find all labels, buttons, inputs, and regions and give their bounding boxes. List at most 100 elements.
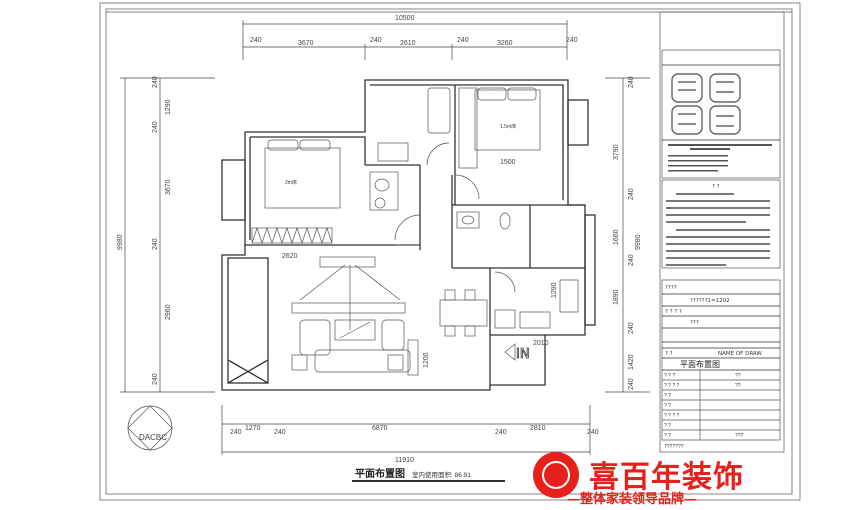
dim-label: 240 <box>628 188 635 200</box>
dim-label: 240 <box>457 37 469 44</box>
title-footer: ??????? <box>664 444 684 450</box>
sofa-back <box>291 302 406 314</box>
second-bed <box>474 89 541 151</box>
brand-seal-icon <box>533 452 579 498</box>
dim-label: 240 <box>628 378 635 390</box>
dim-label: 240 <box>250 37 262 44</box>
dim-label: 240 <box>274 429 286 436</box>
dim-label: 240 <box>587 429 599 436</box>
sofa-chair <box>427 87 451 134</box>
desk <box>377 142 409 162</box>
dim-label: 1270 <box>245 425 261 432</box>
master-bed-label: 2m床 <box>285 179 297 186</box>
bay-window <box>567 99 589 146</box>
dimension-lines <box>120 20 650 455</box>
row-a: ? ? ? ? <box>665 309 682 315</box>
toilet-area <box>369 171 399 211</box>
entry-marker: IN <box>504 343 530 362</box>
brand-name: 喜百年装饰 <box>589 460 744 495</box>
plan-title: 平面布置图 <box>355 467 405 480</box>
compass-letters: DACBC <box>139 433 167 442</box>
dim-label: 240 <box>152 238 159 250</box>
dim-label: 9980 <box>117 234 124 250</box>
fridge <box>494 309 516 329</box>
scale-value: ??????1=1202 <box>690 298 730 304</box>
title-row-label: ? ? <box>664 433 671 439</box>
entry-label: IN <box>516 347 530 362</box>
dim-label: 2960 <box>165 304 172 320</box>
title-row-label: ? ? <box>664 393 671 399</box>
title-row-label: ? ? <box>664 403 671 409</box>
dim-label: 240 <box>152 373 159 385</box>
closet <box>458 87 478 169</box>
cabinet-depth-label: 1200 <box>423 352 430 368</box>
drawing-name: 平面布置图 <box>680 359 720 369</box>
name-of-draw-label: ? ? <box>665 351 673 357</box>
balcony-storage <box>227 257 269 384</box>
dim-label: 240 <box>628 322 635 334</box>
dim-label: 1290 <box>165 99 172 115</box>
brand-logo: 喜百年装饰 —整体家装领导品牌— <box>527 450 757 510</box>
seal-logo <box>671 73 741 135</box>
dim-label: 6870 <box>372 425 388 432</box>
title-row-label: ? ? ? ? <box>664 413 680 419</box>
furniture <box>251 87 579 376</box>
description-heading: ? ? <box>712 184 720 190</box>
kitchen-depth-label: 1290 <box>551 282 558 298</box>
dim-label: 3260 <box>497 40 513 47</box>
compass-symbol: DACBC <box>127 405 173 451</box>
name-of-draw: NAME OF DRAW <box>718 351 762 357</box>
dim-label: 3670 <box>165 179 172 195</box>
sofa <box>314 349 411 373</box>
doors <box>394 142 516 293</box>
kitchen-width-label: 2010 <box>533 340 549 347</box>
dim-label: 240 <box>628 76 635 88</box>
dim-label: 2610 <box>400 40 416 47</box>
description-text <box>666 193 770 266</box>
dim-label: 240 <box>152 76 159 88</box>
walls <box>221 79 596 391</box>
row-b: ??? <box>690 320 699 326</box>
toilet <box>499 212 511 230</box>
area-label: 室内使用面积: 86.91 <box>412 470 471 479</box>
dim-label: 11910 <box>395 457 414 464</box>
wardrobe <box>251 227 333 244</box>
dim-label: 9980 <box>635 234 642 250</box>
title-row-value: ??? <box>735 433 744 439</box>
dining-table <box>439 299 488 327</box>
dim-label: 2810 <box>530 425 546 432</box>
dim-label: 1420 <box>628 354 635 370</box>
title-row-value: ?? <box>735 373 741 379</box>
company-info <box>668 144 772 172</box>
dim-label: 3670 <box>298 40 314 47</box>
bay-window <box>221 159 246 221</box>
dim-label: 240 <box>152 121 159 133</box>
dim-label: 240 <box>495 429 507 436</box>
scale-label: ???? <box>665 285 677 291</box>
bed-width-label: 1500 <box>500 159 516 166</box>
dim-label: 240 <box>370 37 382 44</box>
brand-slogan: —整体家装领导品牌— <box>567 492 698 507</box>
dim-label: 240 <box>230 429 242 436</box>
wardrobe-width-label: 2620 <box>282 253 298 260</box>
dim-label: 3790 <box>613 144 620 160</box>
title-row-label: ? ? ? <box>664 373 675 379</box>
title-rows: ? ? ? ? ? ? ? ? ? ? ? ? ? ? ? ? ? ? ? ??… <box>661 369 781 441</box>
tv-cabinet <box>319 256 376 268</box>
dim-label: 1890 <box>613 289 620 305</box>
coffee-table <box>334 319 376 341</box>
title-block: ? ? ???? ??????1=1202 ? ? ? ? ??? ? ? NA… <box>659 11 785 453</box>
washbasin <box>456 211 480 229</box>
title-row-value: ?? <box>735 383 741 389</box>
title-row-label: ? ? ? ? <box>664 383 680 389</box>
dim-label: 240 <box>628 254 635 266</box>
dim-label: 10500 <box>395 15 415 22</box>
title-row-label: ? ? <box>664 423 671 429</box>
second-bed-label: 1.5m床 <box>500 123 516 130</box>
dim-label: 1660 <box>613 229 620 245</box>
stove <box>519 311 551 329</box>
dimension-labels: 10500 240 3670 240 2610 240 3260 240 998… <box>117 15 642 464</box>
sink <box>559 279 579 313</box>
master-bed <box>264 147 341 209</box>
